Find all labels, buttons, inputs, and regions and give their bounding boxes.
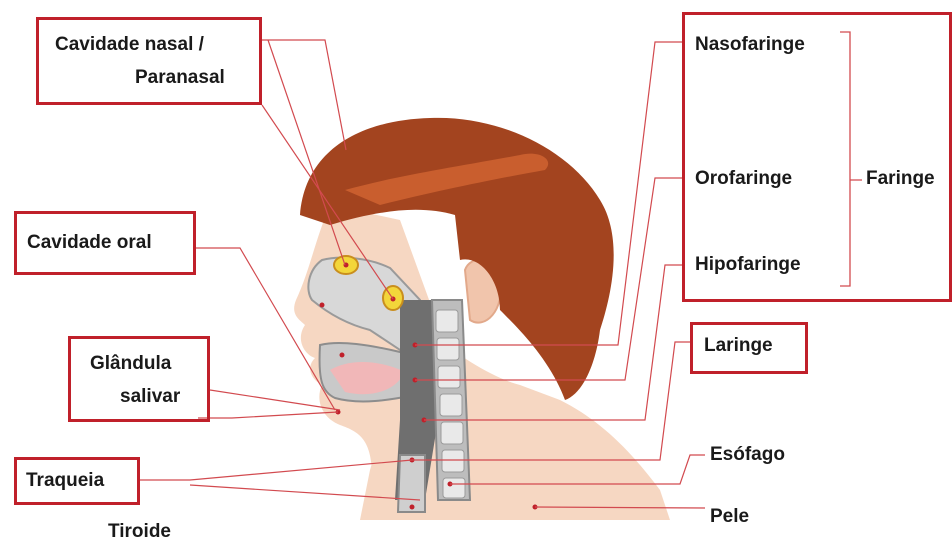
label-tiroide: Tiroide: [108, 520, 171, 544]
label-nasofaringe: Nasofaringe: [695, 33, 805, 57]
label-cavidade-oral: Cavidade oral: [27, 231, 152, 255]
label-hipofaringe: Hipofaringe: [695, 253, 801, 277]
trachea-section: [398, 455, 425, 512]
label-cavidade-nasal-line2: Paranasal: [135, 66, 225, 90]
label-faringe: Faringe: [866, 167, 935, 191]
label-laringe: Laringe: [704, 334, 773, 358]
highlight-box-glandula: [68, 336, 210, 422]
label-esofago: Esófago: [710, 443, 785, 467]
label-pele: Pele: [710, 505, 749, 529]
highlight-box-cavidade-nasal: [36, 17, 262, 105]
label-glandula-line2: salivar: [120, 385, 180, 409]
label-traqueia: Traqueia: [26, 469, 104, 493]
label-orofaringe: Orofaringe: [695, 167, 792, 191]
label-glandula-line1: Glândula: [90, 352, 171, 376]
label-cavidade-nasal-line1: Cavidade nasal /: [55, 33, 204, 57]
